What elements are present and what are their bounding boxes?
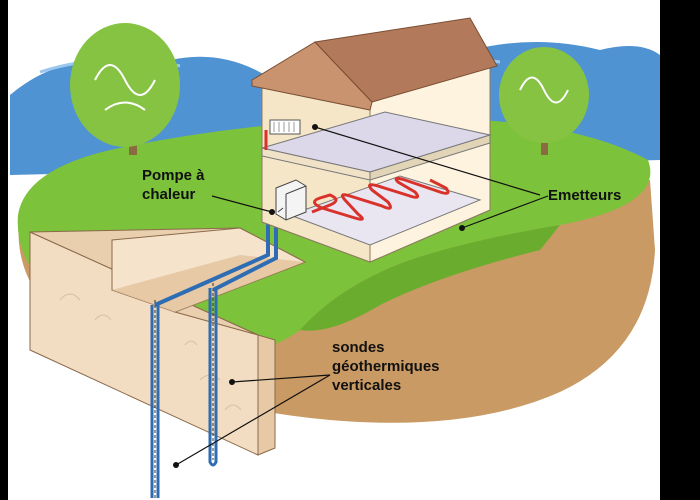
label-vertical-probes: sondes géothermiques verticales [332,338,440,395]
house-roof-side [313,17,498,103]
label-heat-pump: Pompe à chaleur [142,166,205,204]
label-heat-pump-line2: chaleur [142,186,196,203]
house [251,17,498,263]
radiator [269,119,301,135]
label-probes-line3: verticales [332,377,402,394]
leader-dots [173,124,465,468]
ground-floor [288,175,482,246]
tree-left [70,23,180,155]
tree-right [499,47,589,155]
grass-shadow [300,225,560,331]
floor-heating-coil [311,176,450,221]
label-probes-line2: géothermiques [332,358,440,375]
house-roof-front [251,41,373,111]
label-probes-line1: sondes [332,339,385,356]
heat-pump-unit [275,179,307,221]
leader-lines [175,126,549,466]
label-heat-pump-line1: Pompe à [142,167,205,184]
vertical-probes [150,283,218,500]
collector-pipes [154,218,278,307]
label-emitters: Emetteurs [548,187,622,204]
trench-side-face [257,334,276,456]
